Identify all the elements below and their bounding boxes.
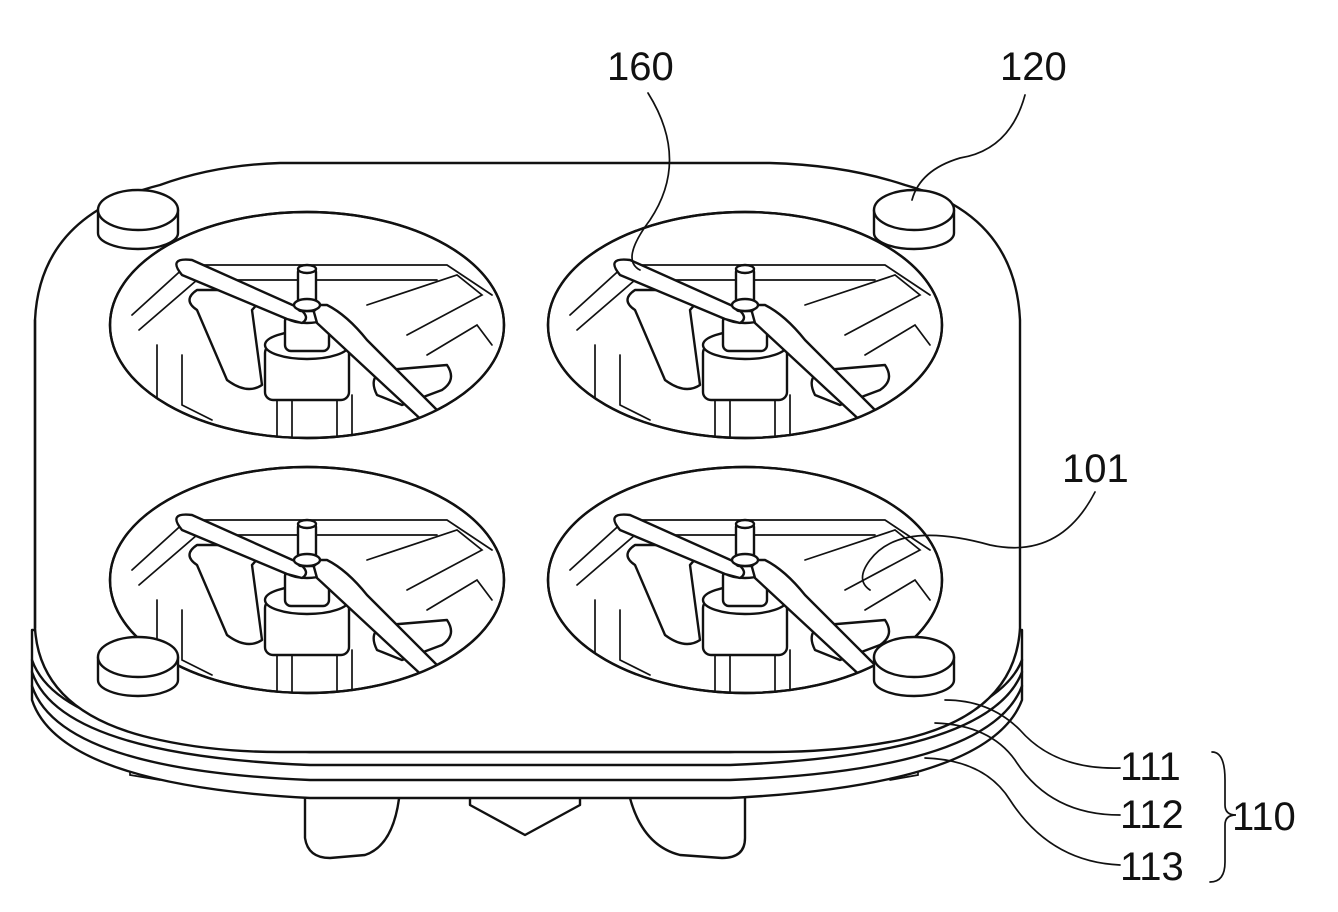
label-101: 101: [1062, 447, 1129, 491]
fan-unit-bottom-left: [108, 465, 506, 695]
corner-pad-bottom-right: [872, 635, 956, 698]
label-120: 120: [1000, 45, 1067, 89]
label-113: 113: [1120, 845, 1184, 889]
label-160: 160: [607, 45, 674, 89]
label-111: 111: [1120, 745, 1181, 789]
label-112: 112: [1120, 793, 1184, 837]
corner-pad-bottom-left: [96, 635, 180, 698]
corner-pad-top-right: [872, 188, 956, 251]
corner-pad-top-left: [96, 188, 180, 251]
bottom-legs: [129, 761, 919, 860]
label-110: 110: [1232, 795, 1296, 839]
fan-unit-bottom-right: [546, 465, 944, 695]
fan-unit-top-right: [546, 210, 944, 440]
fan-unit-top-left: [108, 210, 506, 440]
leader-lines: [631, 92, 1237, 883]
